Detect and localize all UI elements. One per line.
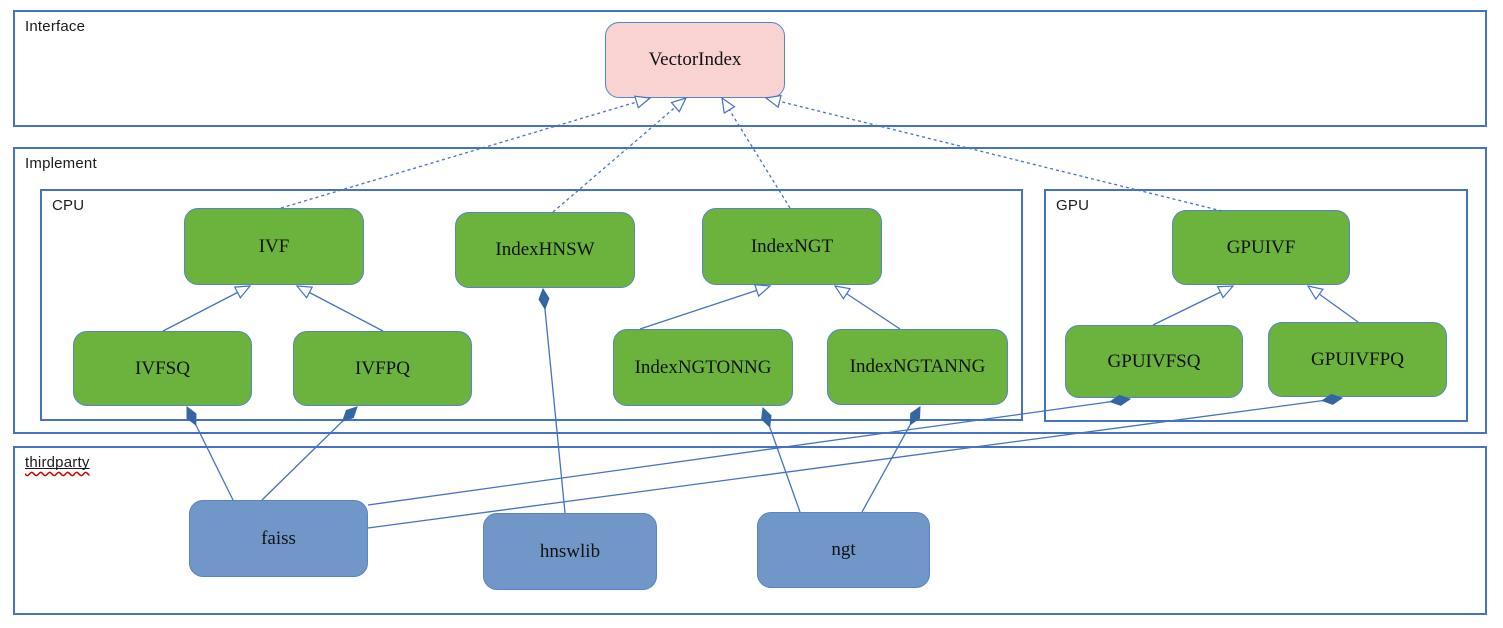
node-gpuivfpq[interactable]: GPUIVFPQ — [1268, 322, 1447, 397]
container-label-interface: Interface — [25, 18, 86, 35]
node-vectorindex[interactable]: VectorIndex — [605, 22, 785, 98]
node-label-gpuivfpq: GPUIVFPQ — [1311, 348, 1404, 370]
container-label-cpu: CPU — [52, 197, 85, 214]
node-ivf[interactable]: IVF — [184, 208, 364, 285]
node-label-gpuivfsq: GPUIVFSQ — [1107, 350, 1201, 372]
node-label-gpuivf: GPUIVF — [1226, 236, 1296, 258]
node-label-ivf: IVF — [258, 235, 290, 257]
node-indexngtanng[interactable]: IndexNGTANNG — [827, 329, 1008, 405]
node-label-indexhnsw: IndexHNSW — [495, 239, 595, 260]
node-label-ngt: ngt — [831, 539, 856, 560]
node-indexngtonng[interactable]: IndexNGTONNG — [613, 329, 793, 406]
node-label-vectorindex: VectorIndex — [648, 49, 742, 70]
node-gpuivf[interactable]: GPUIVF — [1172, 210, 1350, 285]
node-ngt[interactable]: ngt — [757, 512, 930, 588]
node-label-ivfpq: IVFPQ — [355, 357, 410, 379]
node-hnswlib[interactable]: hnswlib — [483, 513, 657, 590]
container-label-implement: Implement — [25, 155, 97, 172]
spellcheck-underline: thirdparty — [25, 454, 90, 471]
node-ivfpq[interactable]: IVFPQ — [293, 331, 472, 406]
node-label-faiss: faiss — [261, 527, 296, 549]
node-faiss[interactable]: faiss — [189, 500, 368, 577]
node-label-indexngtanng: IndexNGTANNG — [849, 356, 986, 377]
container-label-thirdparty: thirdparty — [25, 454, 90, 471]
node-label-indexngt: IndexNGT — [750, 235, 834, 257]
node-gpuivfsq[interactable]: GPUIVFSQ — [1065, 325, 1243, 398]
node-label-hnswlib: hnswlib — [539, 540, 601, 562]
node-indexngt[interactable]: IndexNGT — [702, 208, 882, 285]
container-label-gpu: GPU — [1056, 197, 1090, 214]
node-label-ivfsq: IVFSQ — [135, 357, 190, 379]
node-indexhnsw[interactable]: IndexHNSW — [455, 212, 635, 288]
node-ivfsq[interactable]: IVFSQ — [73, 331, 252, 406]
node-label-indexngtonng: IndexNGTONNG — [634, 356, 772, 378]
